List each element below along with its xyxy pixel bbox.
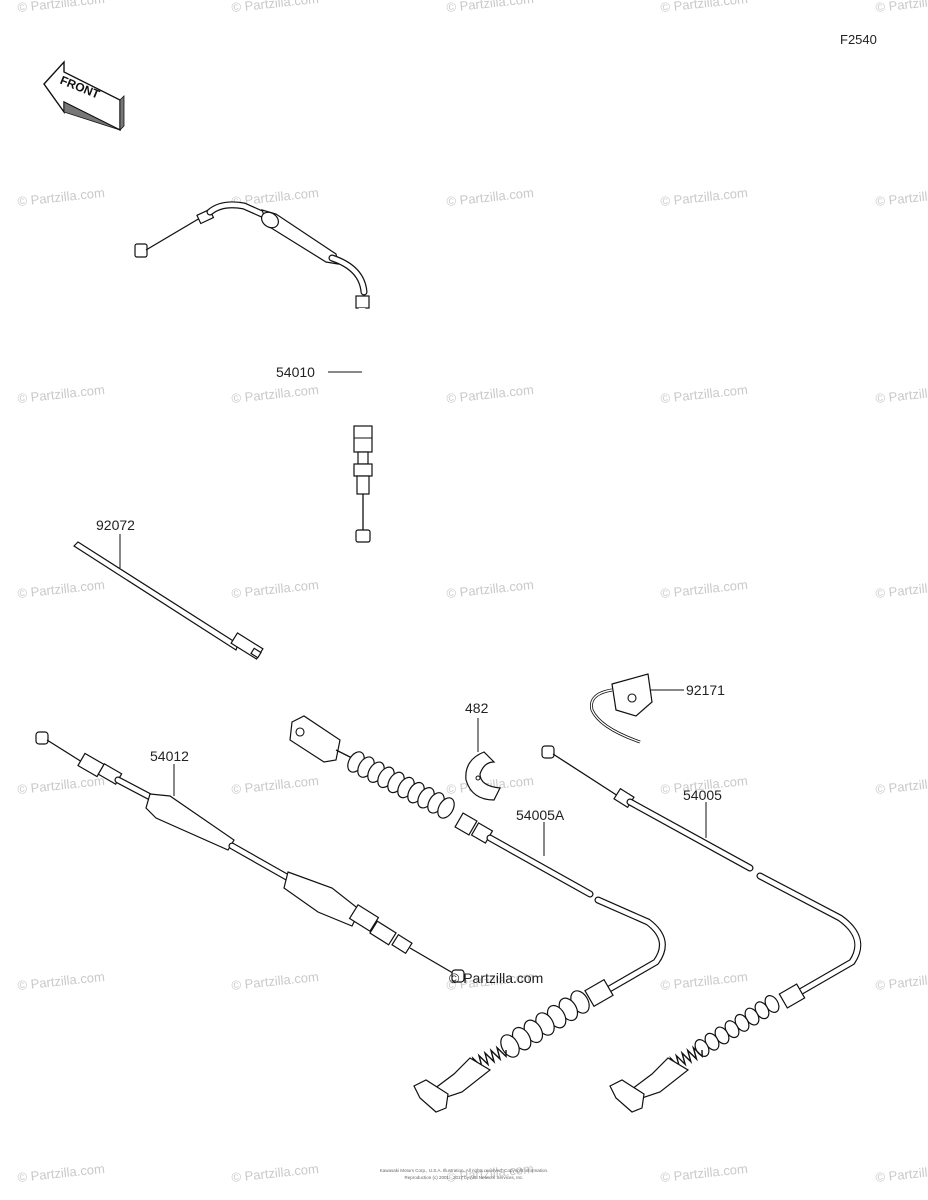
part-label-54005A[interactable]: 54005A	[516, 807, 565, 823]
watermark-text: © Partzilla.com	[660, 969, 749, 993]
watermark-text: © Partzilla.com	[17, 969, 106, 993]
watermark-text: © Partzilla.com	[660, 382, 749, 406]
part-label-482[interactable]: 482	[465, 700, 489, 716]
watermark-text: © Partzilla.com	[231, 1161, 320, 1185]
watermark-text: © Partzilla.com	[231, 382, 320, 406]
watermark-text: © Partzilla.com	[875, 577, 928, 601]
part-label-92171[interactable]: 92171	[686, 682, 725, 698]
center-watermark: © Partzilla.com	[449, 970, 543, 986]
cable-54010[interactable]	[134, 201, 373, 543]
part-label-54005[interactable]: 54005	[683, 787, 722, 803]
watermark-text: © Partzilla.com	[660, 185, 749, 209]
watermark-text: © Partzilla.com	[875, 185, 928, 209]
front-arrow-icon: FRONT	[43, 60, 125, 132]
figure-code: F2540	[840, 32, 877, 47]
watermark-text: © Partzilla.com	[17, 577, 106, 601]
watermark-text: © Partzilla.com	[231, 969, 320, 993]
watermark-text: © Partzilla.com	[231, 577, 320, 601]
footer-line-2: Reproduction (c) 2001 - 2017 by ARI Netw…	[404, 1175, 523, 1180]
watermark-text: © Partzilla.com	[17, 1161, 106, 1185]
watermark-text: © Partzilla.com	[446, 382, 535, 406]
watermark-text: © Partzilla.com	[875, 1161, 928, 1185]
part-label-54012[interactable]: 54012	[150, 748, 189, 764]
watermark-text: © Partzilla.com	[875, 969, 928, 993]
watermark-text: © Partzilla.com	[17, 382, 106, 406]
watermark-text: © Partzilla.com	[875, 773, 928, 797]
footer-line-1: Kawasaki Motors Corp., U.S.A. Illustrati…	[380, 1168, 549, 1173]
watermark-text: © Partzilla.com	[17, 773, 106, 797]
watermark-text: © Partzilla.com	[875, 0, 928, 15]
tie-band-92072[interactable]	[73, 541, 264, 660]
watermark-text: © Partzilla.com	[660, 1161, 749, 1185]
watermark-text: © Partzilla.com	[17, 185, 106, 209]
watermark-text: © Partzilla.com	[660, 577, 749, 601]
watermark-text: © Partzilla.com	[446, 577, 535, 601]
cable-54012[interactable]	[35, 731, 465, 983]
watermark-text: © Partzilla.com	[231, 0, 320, 15]
watermark-text: © Partzilla.com	[660, 0, 749, 15]
clamp-92171[interactable]	[589, 673, 653, 744]
part-label-92072[interactable]: 92072	[96, 517, 135, 533]
watermark-text: © Partzilla.com	[446, 185, 535, 209]
circlip-482[interactable]	[465, 751, 501, 801]
watermark-text: © Partzilla.com	[875, 382, 928, 406]
part-label-54010[interactable]: 54010	[276, 364, 315, 380]
cable-54005[interactable]	[541, 745, 862, 1113]
watermark-text: © Partzilla.com	[17, 0, 106, 15]
cable-54005A[interactable]	[289, 715, 666, 1113]
watermark-text: © Partzilla.com	[231, 773, 320, 797]
watermark-text: © Partzilla.com	[446, 0, 535, 15]
